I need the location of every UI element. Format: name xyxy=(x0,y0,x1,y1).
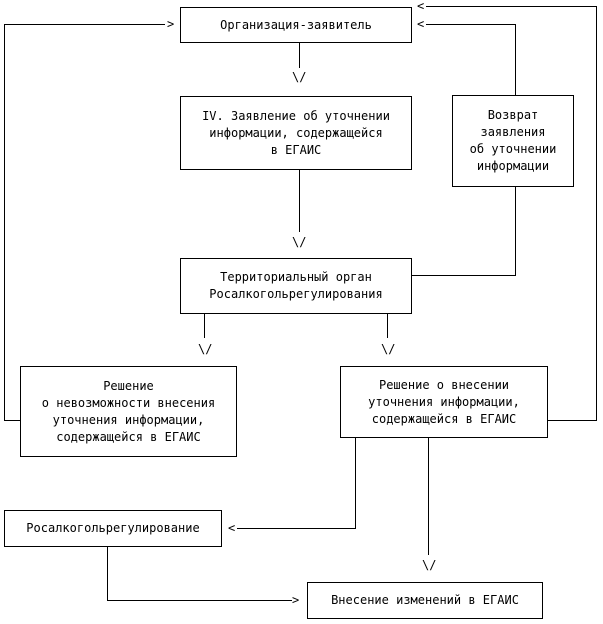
arrow-right-icon: > xyxy=(292,593,300,607)
edge-approval-applicant xyxy=(426,6,597,421)
edge-approval-rosalko xyxy=(237,437,356,529)
edge-rosalko-changes xyxy=(107,546,292,601)
node-applicant: Организация-заявитель xyxy=(180,7,412,43)
node-label: Росалкогольрегулирование xyxy=(26,521,200,535)
node-changes: Внесение изменений в ЕГАИС xyxy=(307,582,543,619)
node-label: Возврат заявления об уточнении информаци… xyxy=(469,108,557,173)
arrow-right-icon: > xyxy=(167,17,175,31)
arrow-left-icon: < xyxy=(228,521,236,535)
node-label: Внесение изменений в ЕГАИС xyxy=(331,593,519,607)
edge-territorial-return xyxy=(412,186,516,276)
node-territorial: Территориальный орган Росалкогольрегулир… xyxy=(180,258,412,314)
arrow-left-icon: < xyxy=(417,17,425,31)
edge-return-applicant xyxy=(426,24,516,95)
node-rosalko: Росалкогольрегулирование xyxy=(4,510,222,547)
node-return: Возврат заявления об уточнении информаци… xyxy=(452,95,574,187)
node-label: Организация-заявитель xyxy=(220,17,372,32)
arrow-down-icon: \/ xyxy=(292,235,307,249)
node-label: Решение о внесении уточнения информации,… xyxy=(368,377,520,426)
node-refusal: Решение о невозможности внесения уточнен… xyxy=(20,366,237,457)
edge-refusal-applicant xyxy=(4,24,165,421)
node-application: IV. Заявление об уточнении информации, с… xyxy=(180,96,412,170)
node-label: IV. Заявление об уточнении информации, с… xyxy=(202,108,390,157)
arrow-down-icon: \/ xyxy=(198,342,213,356)
arrow-down-icon: \/ xyxy=(292,70,307,84)
arrow-down-icon: \/ xyxy=(422,558,437,572)
node-approval: Решение о внесении уточнения информации,… xyxy=(340,366,548,438)
arrow-down-icon: \/ xyxy=(381,342,396,356)
node-label: Территориальный орган Росалкогольрегулир… xyxy=(209,270,383,301)
arrow-left-icon: < xyxy=(417,0,425,13)
node-label: Решение о невозможности внесения уточнен… xyxy=(41,378,216,444)
